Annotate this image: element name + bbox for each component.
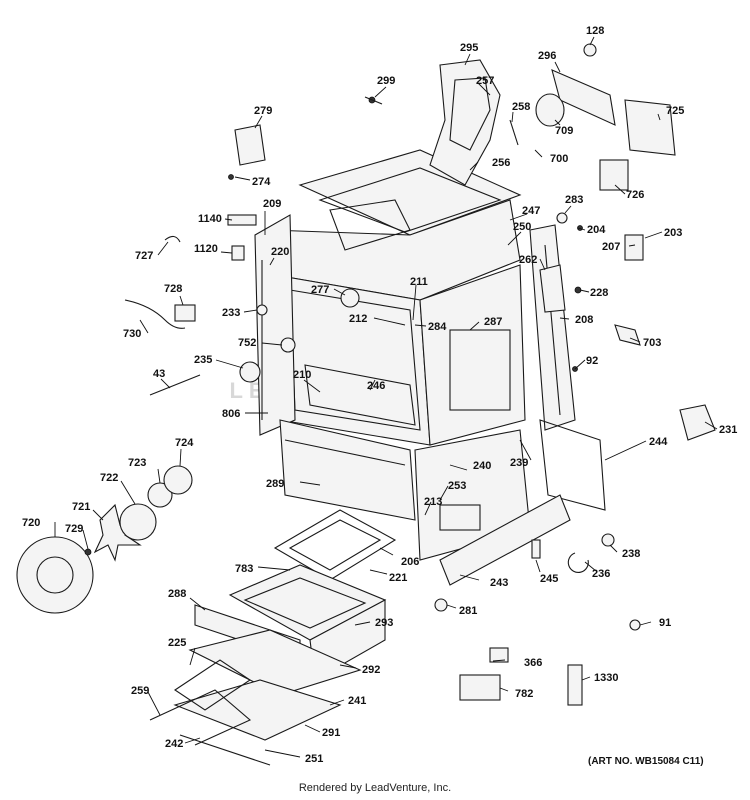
callout-251[interactable]: 251 [305,753,323,765]
callout-211[interactable]: 211 [410,276,428,288]
callout-228[interactable]: 228 [590,287,608,299]
callout-92[interactable]: 92 [586,355,598,367]
callout-289[interactable]: 289 [266,478,284,490]
callout-1140[interactable]: 1140 [198,213,222,225]
callout-220[interactable]: 220 [271,246,289,258]
oven-cavity [274,264,526,446]
callout-726[interactable]: 726 [626,189,644,201]
callout-213[interactable]: 213 [424,496,442,508]
callout-236[interactable]: 236 [592,568,610,580]
callout-245[interactable]: 245 [540,573,558,585]
callout-729[interactable]: 729 [65,523,83,535]
callout-279[interactable]: 279 [254,105,272,117]
callout-288[interactable]: 288 [168,588,186,600]
callout-221[interactable]: 221 [389,572,407,584]
callout-277[interactable]: 277 [311,284,329,296]
callout-239[interactable]: 239 [510,457,528,469]
callout-720[interactable]: 720 [22,517,40,529]
callout-730[interactable]: 730 [123,328,141,340]
callout-703[interactable]: 703 [643,337,661,349]
callout-725[interactable]: 725 [666,105,684,117]
callout-258[interactable]: 258 [512,101,530,113]
callout-43[interactable]: 43 [153,368,165,380]
art-number: (ART NO. WB15084 C11) [588,756,704,767]
callout-242[interactable]: 242 [165,738,183,750]
callout-287[interactable]: 287 [484,316,502,328]
callout-721[interactable]: 721 [72,501,90,513]
callout-296[interactable]: 296 [538,50,556,62]
drawer-panel [173,604,362,766]
callout-244[interactable]: 244 [649,436,668,448]
callout-281[interactable]: 281 [459,605,477,617]
callout-752[interactable]: 752 [238,337,256,349]
callout-203[interactable]: 203 [664,227,682,239]
callout-labels: 128 295 296 299 257 279 258 725 709 700 … [22,25,737,765]
callout-366[interactable]: 366 [524,657,542,669]
convection-fan-assembly [16,465,193,614]
callout-1330[interactable]: 1330 [594,672,618,684]
callout-246[interactable]: 246 [367,380,385,392]
callout-292[interactable]: 292 [362,664,380,676]
rear-panel [539,419,606,511]
callout-284[interactable]: 284 [428,321,447,333]
small-parts [124,43,716,706]
callout-293[interactable]: 293 [375,617,393,629]
callout-212[interactable]: 212 [349,313,367,325]
callout-128[interactable]: 128 [586,25,604,37]
callout-299[interactable]: 299 [377,75,395,87]
callout-257[interactable]: 257 [476,75,494,87]
callout-1120[interactable]: 1120 [194,243,218,255]
callout-231[interactable]: 231 [719,424,737,436]
callout-91[interactable]: 91 [659,617,671,629]
callout-235[interactable]: 235 [194,354,212,366]
callout-247[interactable]: 247 [522,205,540,217]
callout-806[interactable]: 806 [222,408,240,420]
callout-722[interactable]: 722 [100,472,118,484]
callout-782[interactable]: 782 [515,688,533,700]
callout-238[interactable]: 238 [622,548,640,560]
callout-728[interactable]: 728 [164,283,182,295]
callout-709[interactable]: 709 [555,125,573,137]
callout-243[interactable]: 243 [490,577,508,589]
callout-253[interactable]: 253 [448,480,466,492]
cooktop-burner-box [269,149,522,301]
callout-204[interactable]: 204 [587,224,606,236]
callout-291[interactable]: 291 [322,727,340,739]
callout-210[interactable]: 210 [293,369,311,381]
footer-credit: Rendered by LeadVenture, Inc. [298,782,452,794]
callout-256[interactable]: 256 [492,157,510,169]
callout-240[interactable]: 240 [473,460,491,472]
callout-783[interactable]: 783 [235,563,253,575]
callout-295[interactable]: 295 [460,42,478,54]
callout-724[interactable]: 724 [175,437,194,449]
callout-259[interactable]: 259 [131,685,149,697]
callout-206[interactable]: 206 [401,556,419,568]
callout-209[interactable]: 209 [263,198,281,210]
callout-225[interactable]: 225 [168,637,186,649]
callout-241[interactable]: 241 [348,695,366,707]
callout-283[interactable]: 283 [565,194,583,206]
callout-700[interactable]: 700 [550,153,568,165]
callout-207[interactable]: 207 [602,241,620,253]
right-rail [439,494,571,586]
callout-727[interactable]: 727 [135,250,153,262]
callout-208[interactable]: 208 [575,314,593,326]
callout-262[interactable]: 262 [519,254,537,266]
callout-274[interactable]: 274 [252,176,271,188]
callout-233[interactable]: 233 [222,307,240,319]
leader-lines [54,36,718,758]
callout-250[interactable]: 250 [513,221,531,233]
broil-element [149,689,252,746]
callout-723[interactable]: 723 [128,457,146,469]
